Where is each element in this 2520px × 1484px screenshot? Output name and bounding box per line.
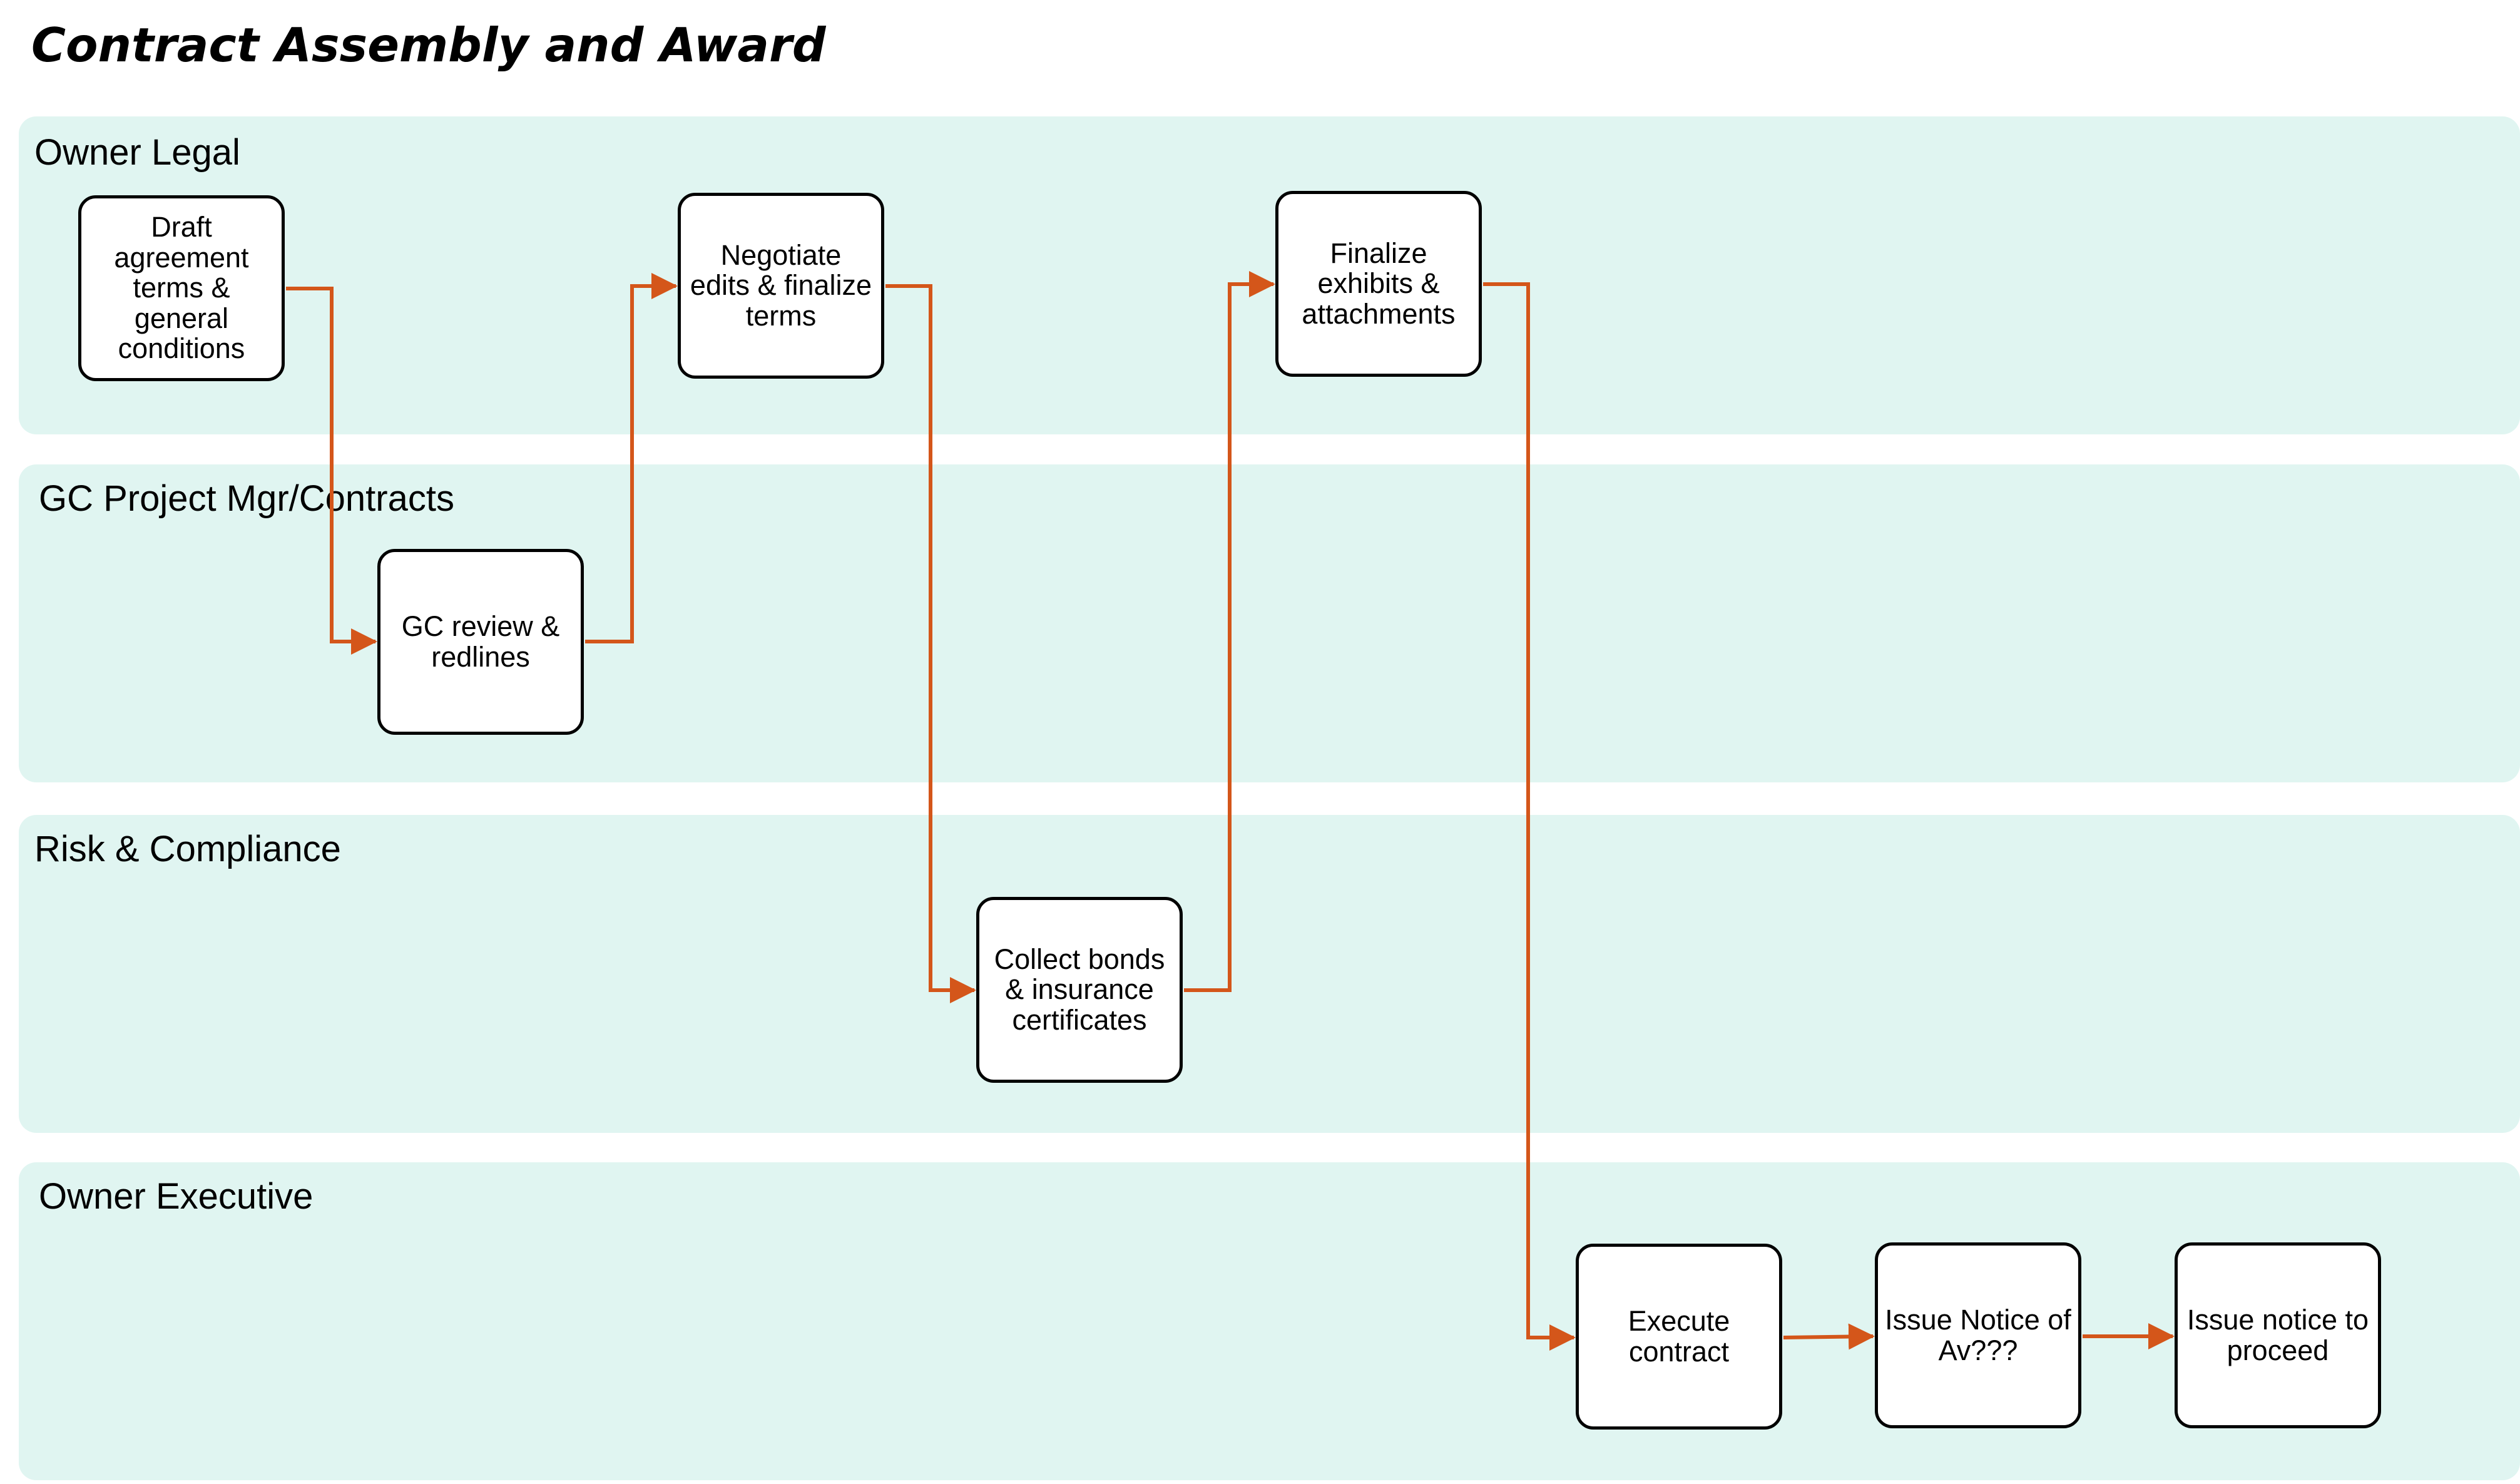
node-label: Collect bonds & insurance certificates xyxy=(994,943,1165,1036)
node-issue-notice-award[interactable]: Issue Notice of Av??? xyxy=(1875,1242,2081,1428)
lane-risk-compliance xyxy=(19,815,2520,1133)
node-collect-bonds[interactable]: Collect bonds & insurance certificates xyxy=(976,897,1183,1083)
lane-label-gc-project-mgr: GC Project Mgr/Contracts xyxy=(39,478,454,519)
lane-label-owner-legal: Owner Legal xyxy=(34,132,240,173)
node-label: Execute contract xyxy=(1628,1304,1730,1368)
connector-collect-to-finalize xyxy=(1184,271,1275,992)
node-negotiate-edits[interactable]: Negotiate edits & finalize terms xyxy=(678,193,884,379)
node-issue-notice-proceed[interactable]: Issue notice to proceed xyxy=(2175,1242,2381,1428)
lane-label-owner-executive: Owner Executive xyxy=(39,1176,314,1217)
node-draft-agreement[interactable]: Draft agreement terms & general conditio… xyxy=(78,195,285,381)
diagram-title: Contract Assembly and Award xyxy=(31,18,826,73)
connector-gc-review-to-negotiate xyxy=(585,273,678,643)
connector-finalize-to-execute xyxy=(1483,282,1576,1351)
connector-negotiate-to-collect xyxy=(885,284,976,1003)
node-finalize-exhibits[interactable]: Finalize exhibits & attachments xyxy=(1275,191,1482,377)
node-label: Negotiate edits & finalize terms xyxy=(690,238,872,332)
node-gc-review[interactable]: GC review & redlines xyxy=(377,549,584,735)
node-label: GC review & redlines xyxy=(401,610,560,673)
lane-owner-executive xyxy=(19,1162,2520,1480)
node-label: Issue notice to proceed xyxy=(2186,1303,2369,1366)
node-execute-contract[interactable]: Execute contract xyxy=(1576,1244,1782,1430)
lane-label-risk-compliance: Risk & Compliance xyxy=(34,829,341,869)
node-label: Finalize exhibits & attachments xyxy=(1302,237,1456,330)
node-label: Issue Notice of Av??? xyxy=(1885,1303,2071,1366)
connector-draft-to-gc-review xyxy=(286,287,377,655)
connector-execute-to-notice-award xyxy=(1783,1323,1875,1350)
node-label: Draft agreement terms & general conditio… xyxy=(114,211,249,365)
